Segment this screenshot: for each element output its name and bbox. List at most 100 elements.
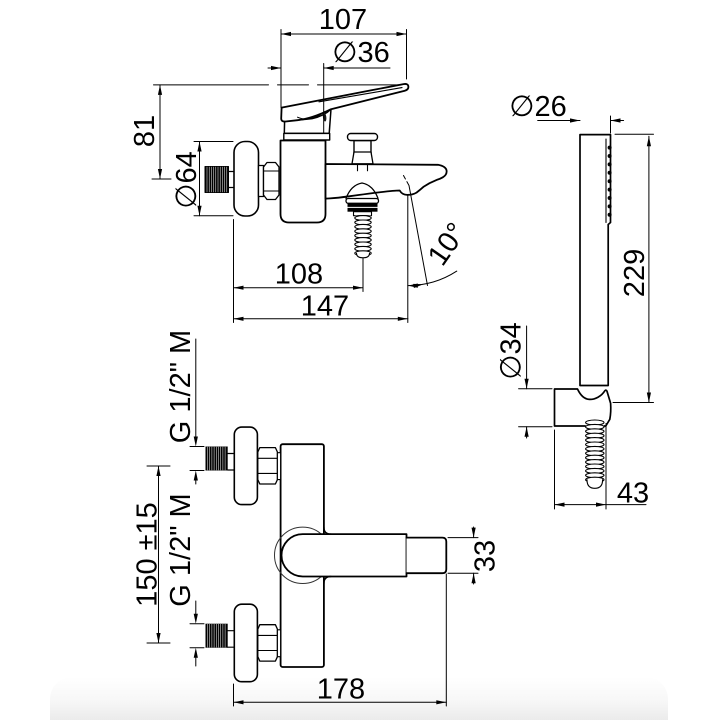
spout-side xyxy=(324,163,448,200)
dimension-arrowhead xyxy=(156,633,161,643)
spout-profile xyxy=(324,163,448,200)
dim-label-cartridge-diameter: ∅36 xyxy=(332,37,390,69)
dimension-arrowhead xyxy=(271,65,281,71)
dimension-arrowhead xyxy=(646,136,651,147)
dimension-arrowhead xyxy=(610,118,621,123)
dimension-178: 178 xyxy=(233,573,447,707)
dimension-arrowhead xyxy=(193,613,198,624)
lower-inlet-shape xyxy=(205,623,228,648)
spray-nozzles-dot xyxy=(607,170,612,175)
dim-label-inlet-spacing: 150 ±15 xyxy=(132,502,164,607)
spray-nozzles-dot xyxy=(607,187,612,192)
dimension-33: 33 xyxy=(447,526,502,585)
lever-handle-shape xyxy=(283,132,331,141)
dimension-arrowhead xyxy=(396,31,407,37)
spray-nozzles-dot xyxy=(607,145,612,150)
spout-front xyxy=(280,526,448,585)
lower-inlet-outline xyxy=(207,623,226,648)
upper-inlet xyxy=(205,426,282,506)
dimension-g12-top: G 1/2" M xyxy=(165,330,205,485)
upper-inlet-shape xyxy=(205,446,228,471)
dimension-arrowhead xyxy=(156,466,161,476)
diverter-knob-shape xyxy=(346,132,379,142)
spray-nozzles-dot xyxy=(607,212,612,217)
dimension-arrowhead xyxy=(353,285,363,290)
spray-nozzles xyxy=(607,145,612,217)
spray-nozzles-dot xyxy=(607,196,612,200)
dim-label-spout-angle: 10° xyxy=(422,217,473,271)
footer-gradient-band xyxy=(50,677,668,720)
shower-wand-outline xyxy=(579,133,612,387)
dimension-arrowhead xyxy=(193,470,198,481)
dimension-arrowhead xyxy=(157,169,163,179)
spout-front-outline xyxy=(280,533,408,578)
lever-handle-outline xyxy=(297,111,325,120)
dimension-43: 43 xyxy=(554,423,649,510)
dim-label-handle-height: 81 xyxy=(129,115,161,147)
upper-inlet-shape xyxy=(276,452,282,481)
dimension-d64: ∅64 xyxy=(171,141,234,217)
hex-nut-side-shape xyxy=(257,164,265,198)
lever-handle-outline xyxy=(318,87,403,103)
dim-label-wand-diameter: ∅26 xyxy=(509,91,567,123)
upper-inlet-outline xyxy=(257,446,279,485)
threaded-rod xyxy=(354,215,372,259)
dimension-arrowhead xyxy=(554,502,565,507)
dimension-arrowhead xyxy=(193,647,198,658)
upper-inlet-outline xyxy=(207,446,226,471)
spout-angle-construction-line xyxy=(403,175,410,186)
dimension-arrowhead xyxy=(197,141,202,152)
spout-angle-construction-outline xyxy=(407,270,458,287)
dim-label-wand-length: 229 xyxy=(619,249,651,297)
dim-label-total-projection: 147 xyxy=(301,291,349,323)
spray-nozzles-dot xyxy=(607,154,612,158)
threaded-nipple-side-shape xyxy=(204,166,229,193)
dimension-229: 229 xyxy=(612,133,654,403)
hand-shower-view: ∅26 229 ∅34 43 xyxy=(496,91,654,510)
dimension-108: 108 xyxy=(233,219,364,323)
dimension-arrowhead xyxy=(524,426,529,437)
dimension-arrowhead xyxy=(397,316,408,321)
lower-inlet-shape xyxy=(276,629,282,658)
mixer-front-view: G 1/2" M G 1/2" M 150 ±15 33 178 xyxy=(132,330,502,707)
spray-nozzles-dot xyxy=(607,204,612,209)
hex-nut-side-outline xyxy=(262,161,280,201)
dim-label-inlet-thread-bottom: G 1/2" M xyxy=(165,493,197,606)
dimension-arrowhead xyxy=(157,84,163,95)
dim-label-overall-width: 178 xyxy=(317,674,365,706)
shower-holder xyxy=(553,388,612,427)
shower-hose xyxy=(585,419,605,489)
dimension-arrowhead xyxy=(471,573,476,584)
diverter-knob xyxy=(346,132,379,165)
mixer-side-view: 107 ∅36 81 ∅64 108 147 10° xyxy=(129,4,473,323)
lever-blade xyxy=(280,83,410,123)
shower-hose-outline xyxy=(586,479,604,489)
threaded-nipple-side xyxy=(204,166,235,193)
pull-diverter xyxy=(345,197,380,259)
shower-wand xyxy=(579,133,612,387)
spray-nozzles-dot xyxy=(607,179,612,184)
dimension-arrowhead xyxy=(646,392,651,403)
dimension-arrowhead xyxy=(233,700,244,705)
lower-inlet-shape xyxy=(233,603,259,683)
dimension-arrowhead xyxy=(436,700,447,705)
hex-nut-side xyxy=(257,161,280,201)
dimension-150: 150 ±15 xyxy=(132,465,171,644)
spout-front-outline xyxy=(323,526,332,585)
valve-body xyxy=(279,139,327,224)
dimension-d36: ∅36 xyxy=(267,37,391,71)
upper-inlet-shape xyxy=(233,426,259,506)
spray-nozzles-dot xyxy=(607,162,612,167)
threaded-rod-outline xyxy=(355,252,371,259)
dimension-arrowhead xyxy=(596,502,606,507)
dimension-arrowhead xyxy=(233,285,244,290)
dim-label-flange-diameter: ∅64 xyxy=(171,151,203,209)
lower-inlet xyxy=(205,603,282,683)
dimension-arrowhead xyxy=(413,282,424,289)
dimension-d26: ∅26 xyxy=(509,91,625,134)
dim-label-spout-end-diameter: 33 xyxy=(470,540,502,572)
pull-diverter-shape xyxy=(345,197,380,204)
